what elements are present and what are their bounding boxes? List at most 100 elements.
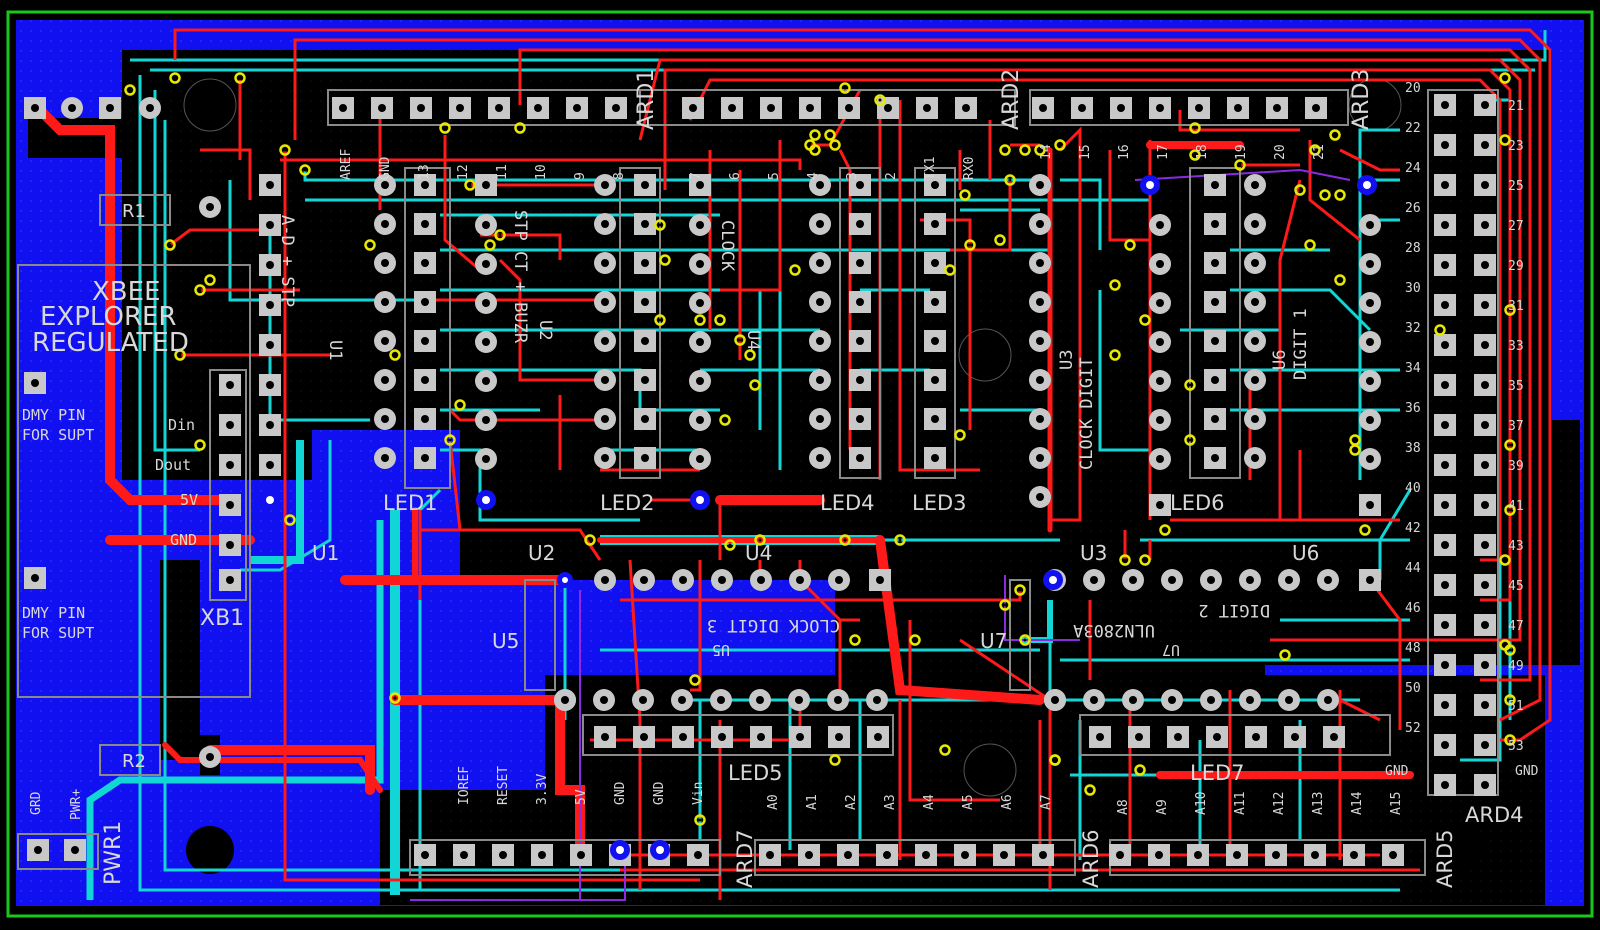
via bbox=[839, 534, 851, 546]
ard1-pin-label: GND bbox=[378, 156, 393, 180]
keepout-regions bbox=[28, 50, 1580, 905]
via bbox=[1359, 524, 1371, 536]
ard7-pin-label: Vin bbox=[691, 782, 706, 805]
led2-label: LED2 bbox=[600, 491, 655, 515]
ard2-pin-label: 3 bbox=[845, 172, 860, 180]
via bbox=[824, 129, 836, 141]
via bbox=[1134, 764, 1146, 776]
via bbox=[124, 84, 136, 96]
ard3-label: ARD3 bbox=[1349, 69, 1374, 130]
u6-ref-b: U6 bbox=[1292, 541, 1319, 565]
ard5-pin-label: A11 bbox=[1233, 792, 1248, 815]
via bbox=[1499, 134, 1511, 146]
via bbox=[1349, 444, 1361, 456]
ard7-pin-label: RESET bbox=[496, 766, 511, 805]
u7-sub: ULN2803A bbox=[1073, 620, 1155, 640]
via bbox=[284, 514, 296, 526]
ard4-pin-label-left: 40 bbox=[1405, 481, 1421, 496]
via bbox=[1434, 324, 1446, 336]
via bbox=[439, 122, 451, 134]
ard4-pin-label-left: 46 bbox=[1405, 601, 1421, 616]
ard4-pin-label-left: 22 bbox=[1405, 121, 1421, 136]
silk-outlines bbox=[17, 89, 1499, 876]
ard4-pin-label-right: 37 bbox=[1508, 419, 1524, 434]
mount-hole-top-left bbox=[183, 78, 237, 132]
ard4-pin-label-right: 47 bbox=[1508, 619, 1524, 634]
ard2-pin-label: 4 bbox=[806, 172, 821, 180]
u4-label: CLOCK bbox=[717, 220, 737, 272]
via bbox=[1004, 174, 1016, 186]
via bbox=[754, 534, 766, 546]
xbee-pin-5v: 5V bbox=[180, 491, 198, 509]
via bbox=[724, 539, 736, 551]
via bbox=[584, 534, 596, 546]
u3-ref: U3 bbox=[1057, 350, 1077, 370]
pwr-ref: PWR1 bbox=[101, 821, 126, 885]
via bbox=[1504, 439, 1516, 451]
ard2-label: ARD2 bbox=[999, 69, 1024, 130]
via bbox=[514, 122, 526, 134]
u5-label: CLOCK DIGIT 3 bbox=[707, 615, 840, 635]
ard5-pin-label: A15 bbox=[1389, 792, 1404, 815]
u6-ref: U6 bbox=[1270, 350, 1290, 370]
ard1-pin-label: 13 bbox=[417, 164, 432, 180]
via bbox=[204, 274, 216, 286]
via bbox=[654, 314, 666, 326]
via bbox=[1309, 144, 1321, 156]
ard3-pin-label: 18 bbox=[1195, 144, 1210, 160]
via bbox=[959, 189, 971, 201]
ard7-pin-label: 3.3V bbox=[535, 774, 550, 805]
via bbox=[1019, 144, 1031, 156]
ard4-gnd-left: GND bbox=[1385, 764, 1409, 779]
ard6-pin-label: A5 bbox=[961, 794, 976, 810]
ard4-pin-label-right: 43 bbox=[1508, 539, 1524, 554]
u7-ref-mirror: U7 bbox=[1162, 641, 1180, 659]
ard4-pin-label-left: 36 bbox=[1405, 401, 1421, 416]
ard6-pin-label: A6 bbox=[1000, 794, 1015, 810]
mount-hole-center bbox=[958, 328, 1012, 382]
via bbox=[1014, 584, 1026, 596]
ard5-pin-label: A9 bbox=[1155, 799, 1170, 815]
via bbox=[364, 239, 376, 251]
via bbox=[1499, 72, 1511, 84]
ard4-pin-label-left: 28 bbox=[1405, 241, 1421, 256]
via bbox=[719, 414, 731, 426]
via bbox=[1294, 184, 1306, 196]
led6-label: LED6 bbox=[1170, 491, 1225, 515]
via bbox=[659, 254, 671, 266]
mount-hole-bottom-right bbox=[1436, 824, 1484, 872]
via bbox=[444, 434, 456, 446]
via bbox=[1499, 639, 1511, 651]
ard4-pin-label-left: 52 bbox=[1405, 721, 1421, 736]
via bbox=[1279, 649, 1291, 661]
xbee-pin-gnd: GND bbox=[170, 531, 197, 549]
u3-ref-b: U3 bbox=[1080, 541, 1107, 565]
dummy-pin-label-2b: FOR SUPT bbox=[22, 624, 94, 642]
via bbox=[1119, 554, 1131, 566]
via bbox=[1109, 349, 1121, 361]
via bbox=[839, 82, 851, 94]
ard7-label: ARD7 bbox=[733, 830, 757, 889]
ard4-pin-label-right: 23 bbox=[1508, 139, 1524, 154]
via bbox=[494, 229, 506, 241]
board-outline bbox=[6, 10, 1594, 918]
via bbox=[809, 129, 821, 141]
u5-ref-mirror: U5 bbox=[712, 641, 730, 659]
ard4-pin-label-right: 31 bbox=[1508, 299, 1524, 314]
via bbox=[194, 439, 206, 451]
dummy-pin-label-1a: DMY PIN bbox=[22, 406, 85, 424]
ard4-pin-label-left: 24 bbox=[1405, 161, 1421, 176]
ard7-pin-label: GND bbox=[613, 781, 628, 805]
via bbox=[1019, 634, 1031, 646]
mounting-holes bbox=[183, 78, 1484, 874]
ard2-pin-label: 2 bbox=[884, 172, 899, 180]
ard4-pin-label-left: 20 bbox=[1405, 81, 1421, 96]
via bbox=[749, 379, 761, 391]
ard7-pin-label: 5V bbox=[574, 789, 589, 805]
u1-label: A-D + STP bbox=[277, 215, 297, 307]
via bbox=[1124, 239, 1136, 251]
via bbox=[694, 814, 706, 826]
via bbox=[829, 754, 841, 766]
dummy-pin-label-2a: DMY PIN bbox=[22, 604, 85, 622]
